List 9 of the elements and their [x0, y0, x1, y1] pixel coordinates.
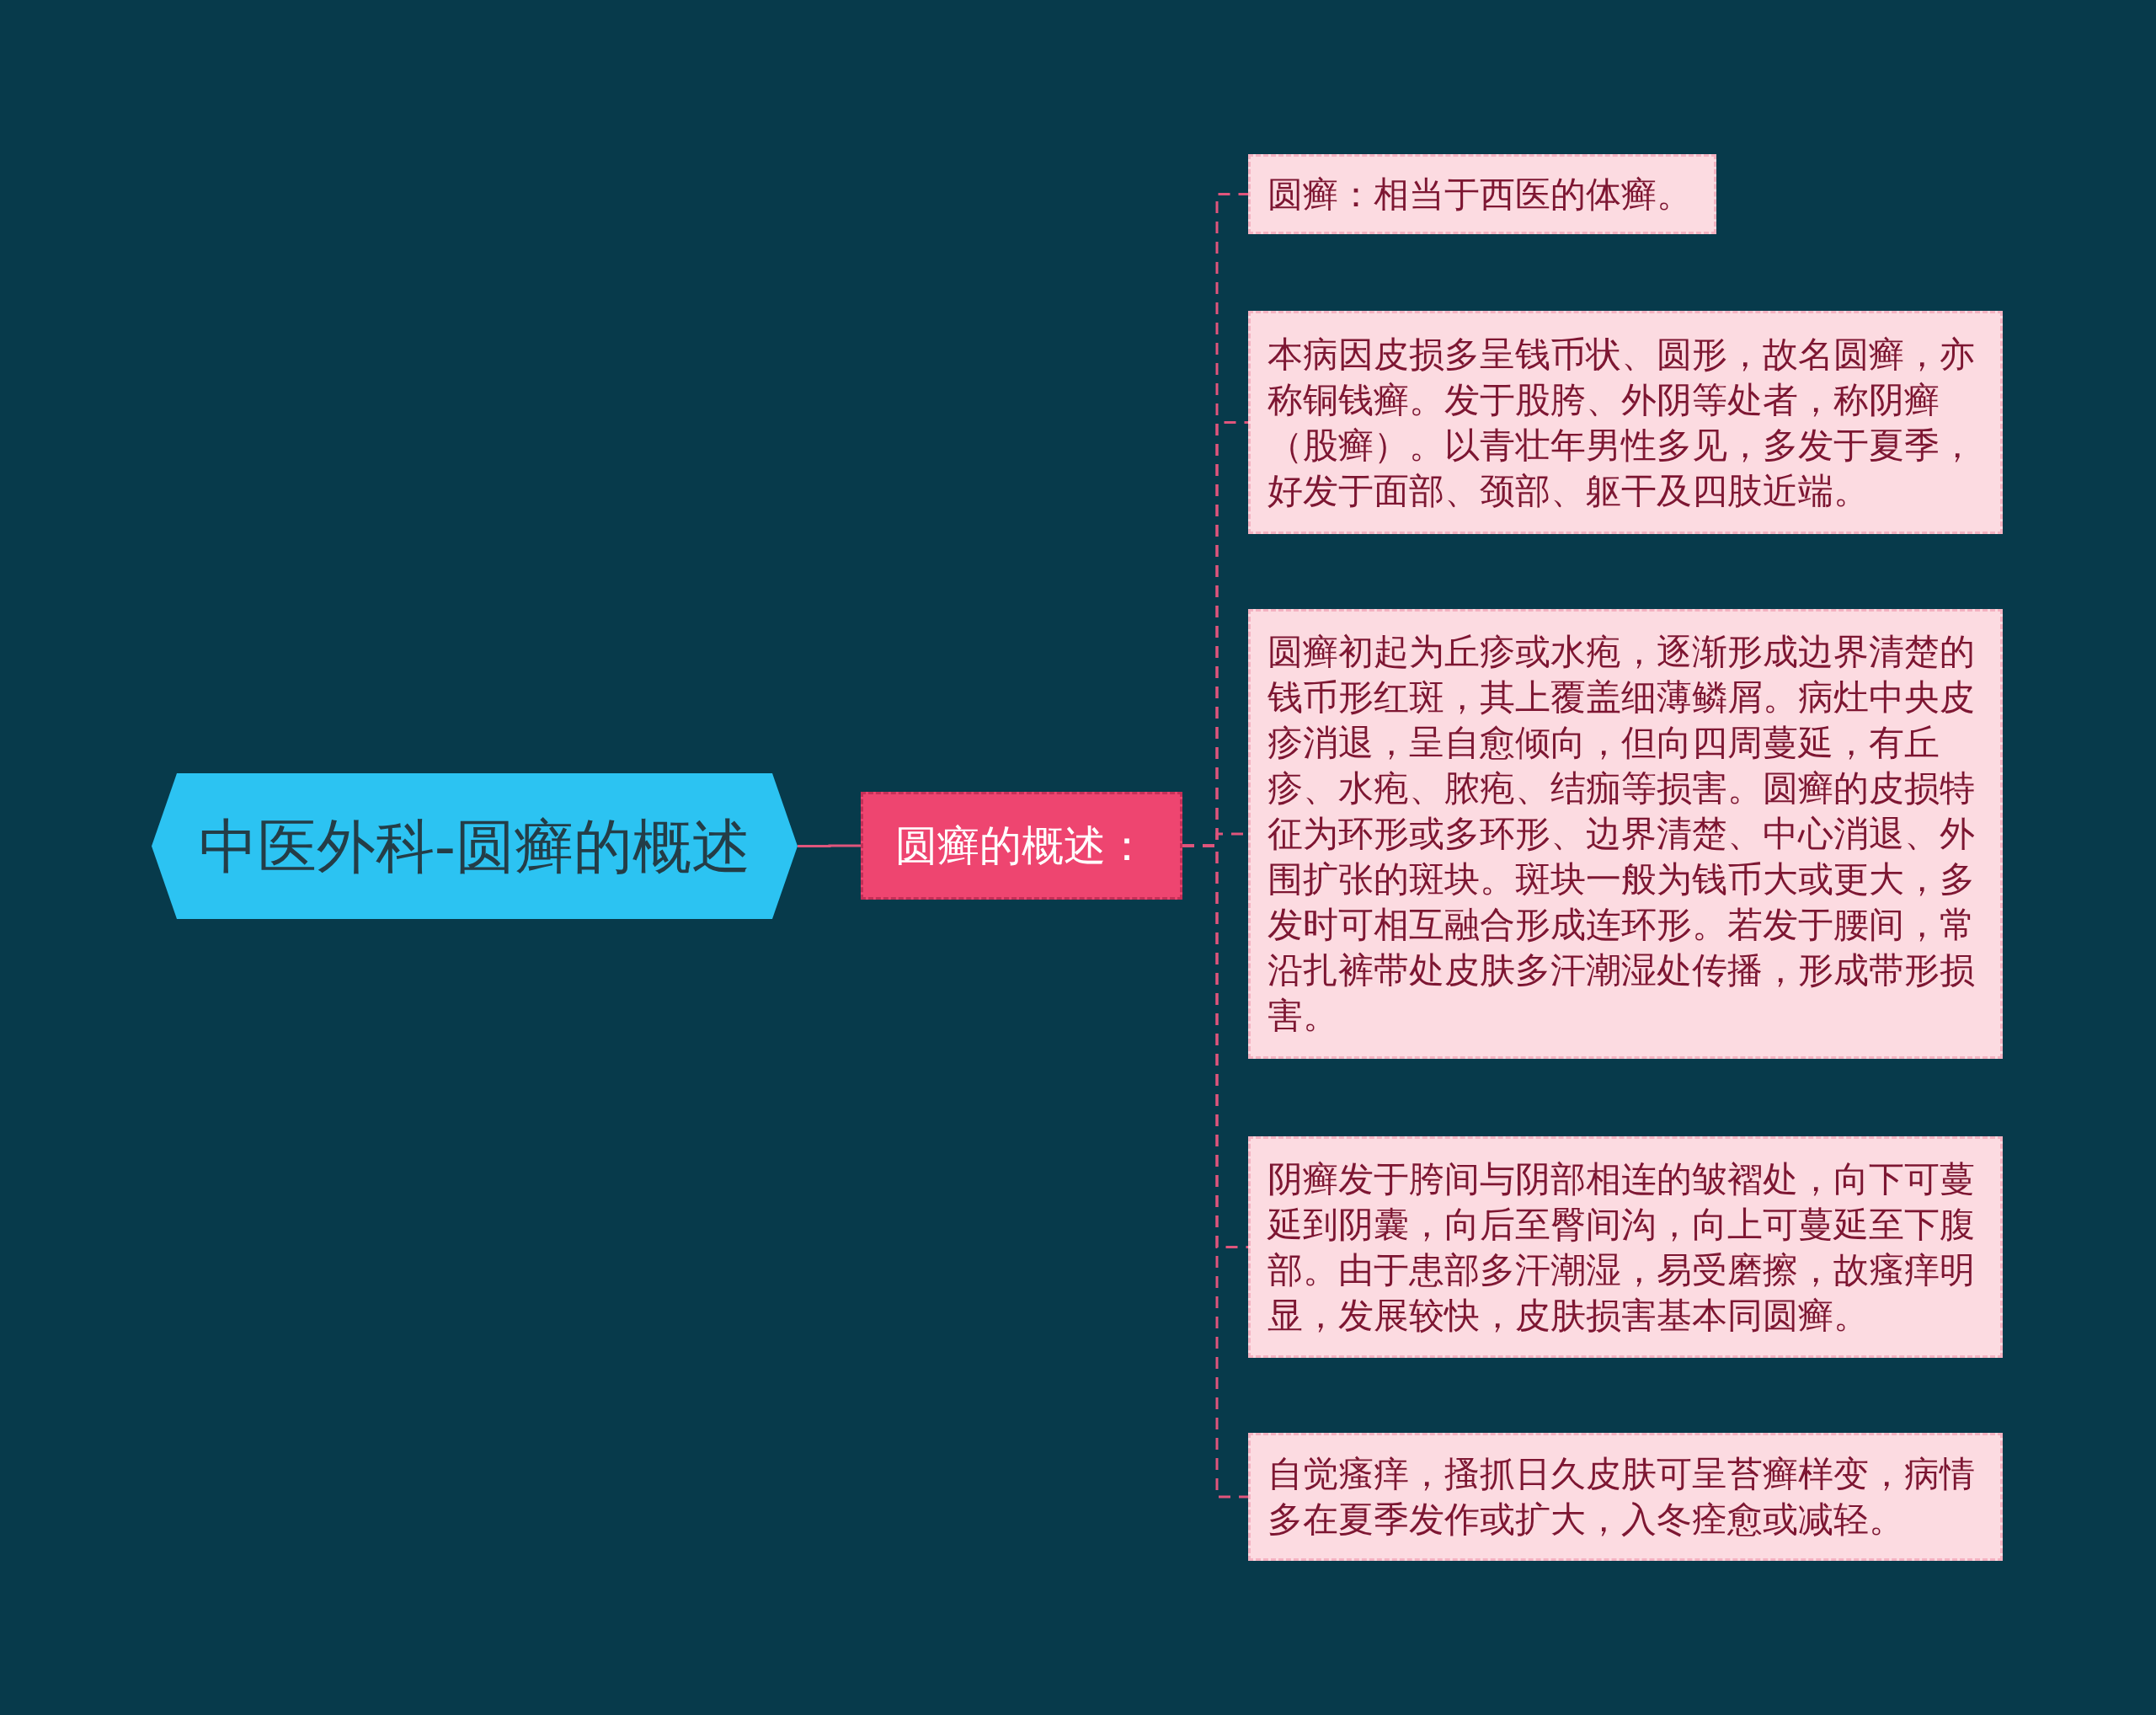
- topic-hexagon: 中医外科-圆癣的概述: [152, 773, 798, 919]
- note-box: 圆癣初起为丘疹或水疱，逐渐形成边界清楚的钱币形红斑，其上覆盖细薄鳞屑。病灶中央皮疹消退，呈自愈倾向，但向四周蔓延，有丘疹、水疱、脓疱、结痂等损害。圆癣的皮损特征为环形或多环形、边界清楚、中心消退、外围扩张的斑块。斑块一般为钱币大或更大，多发时可相互融合形成连环形。若发于腰间，常沿扎裤带处皮肤多汗潮湿处传播，形成带形损害。: [1248, 609, 2003, 1059]
- note-box: 圆癣：相当于西医的体癣。: [1248, 154, 1716, 234]
- connector-line: [798, 844, 861, 847]
- connector-line: [1182, 844, 1248, 1499]
- note-box: 自觉瘙痒，搔抓日久皮肤可呈苔癣样变，病情多在夏季发作或扩大，入冬痊愈或减轻。: [1248, 1433, 2003, 1561]
- note-box: 阴癣发于胯间与阴部相连的皱褶处，向下可蔓延到阴囊，向后至臀间沟，向上可蔓延至下腹部。由于患部多汗潮湿，易受磨擦，故瘙痒明显，发展较快，皮肤损害基本同圆癣。: [1248, 1136, 2003, 1358]
- subtopic-box: 圆癣的概述：: [861, 792, 1182, 900]
- note-box: 本病因皮损多呈钱币状、圆形，故名圆癣，亦称铜钱癣。发于股胯、外阴等处者，称阴癣（股癣）。以青壮年男性多见，多发于夏季，好发于面部、颈部、躯干及四肢近端。: [1248, 311, 2003, 534]
